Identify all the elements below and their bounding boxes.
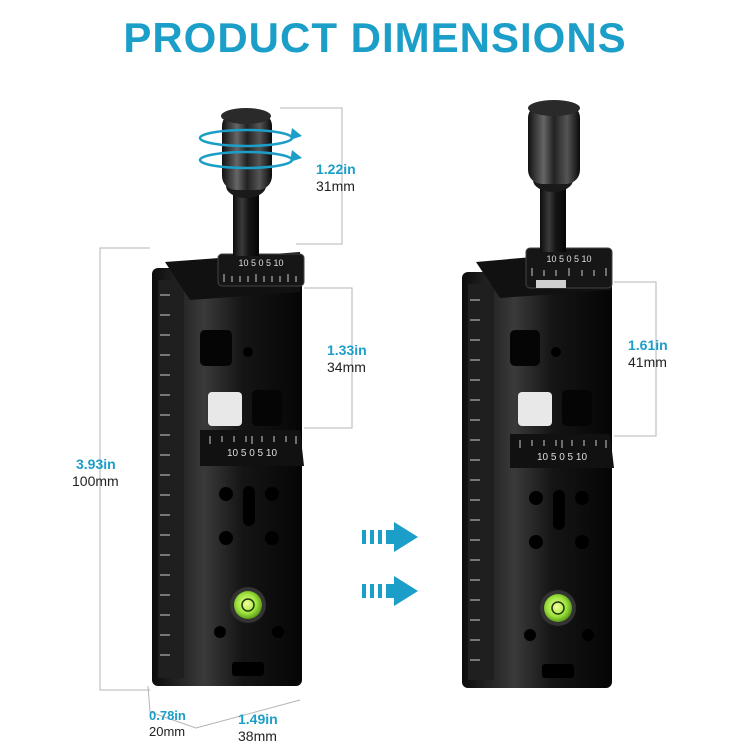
width-in: 1.49in [238,711,278,727]
depth-in: 0.78in [149,708,186,723]
svg-text:10 5 0 5 10: 10 5 0 5 10 [546,254,591,264]
width-mm: 38mm [238,728,277,744]
total-height-in: 3.93in [76,456,116,472]
clamp-left: 10 5 0 5 10 10 5 0 5 10 [152,108,305,686]
svg-text:10 5 0 5 10: 10 5 0 5 10 [227,448,277,459]
clamp-closed-mm: 34mm [327,359,366,375]
knob-height-in: 1.22in [316,161,356,177]
clamp-open-mm: 41mm [628,354,667,370]
depth-mm: 20mm [149,724,186,739]
knob-height-mm: 31mm [316,178,355,194]
clamp-left-ruler [158,280,184,678]
clamp-left-body [152,268,302,686]
svg-text:10 5 0 5 10: 10 5 0 5 10 [238,258,283,268]
bubble-level-left [234,591,262,619]
bubble-level-right [544,594,572,622]
page-title: PRODUCT DIMENSIONS [123,14,627,61]
clamp-right-body [462,272,612,688]
clamp-closed-in: 1.33in [327,342,367,358]
clamp-left-bottom-jaw [200,430,304,466]
clamp-right: 10 5 0 5 10 10 5 0 5 10 [462,100,614,688]
arrow-icons [362,522,418,606]
dimension-lines [99,107,657,729]
clamp-open-in: 1.61in [628,337,668,353]
knob-right [528,104,580,184]
total-height-mm: 100mm [72,473,119,489]
svg-text:10 5 0 5 10: 10 5 0 5 10 [537,452,587,463]
